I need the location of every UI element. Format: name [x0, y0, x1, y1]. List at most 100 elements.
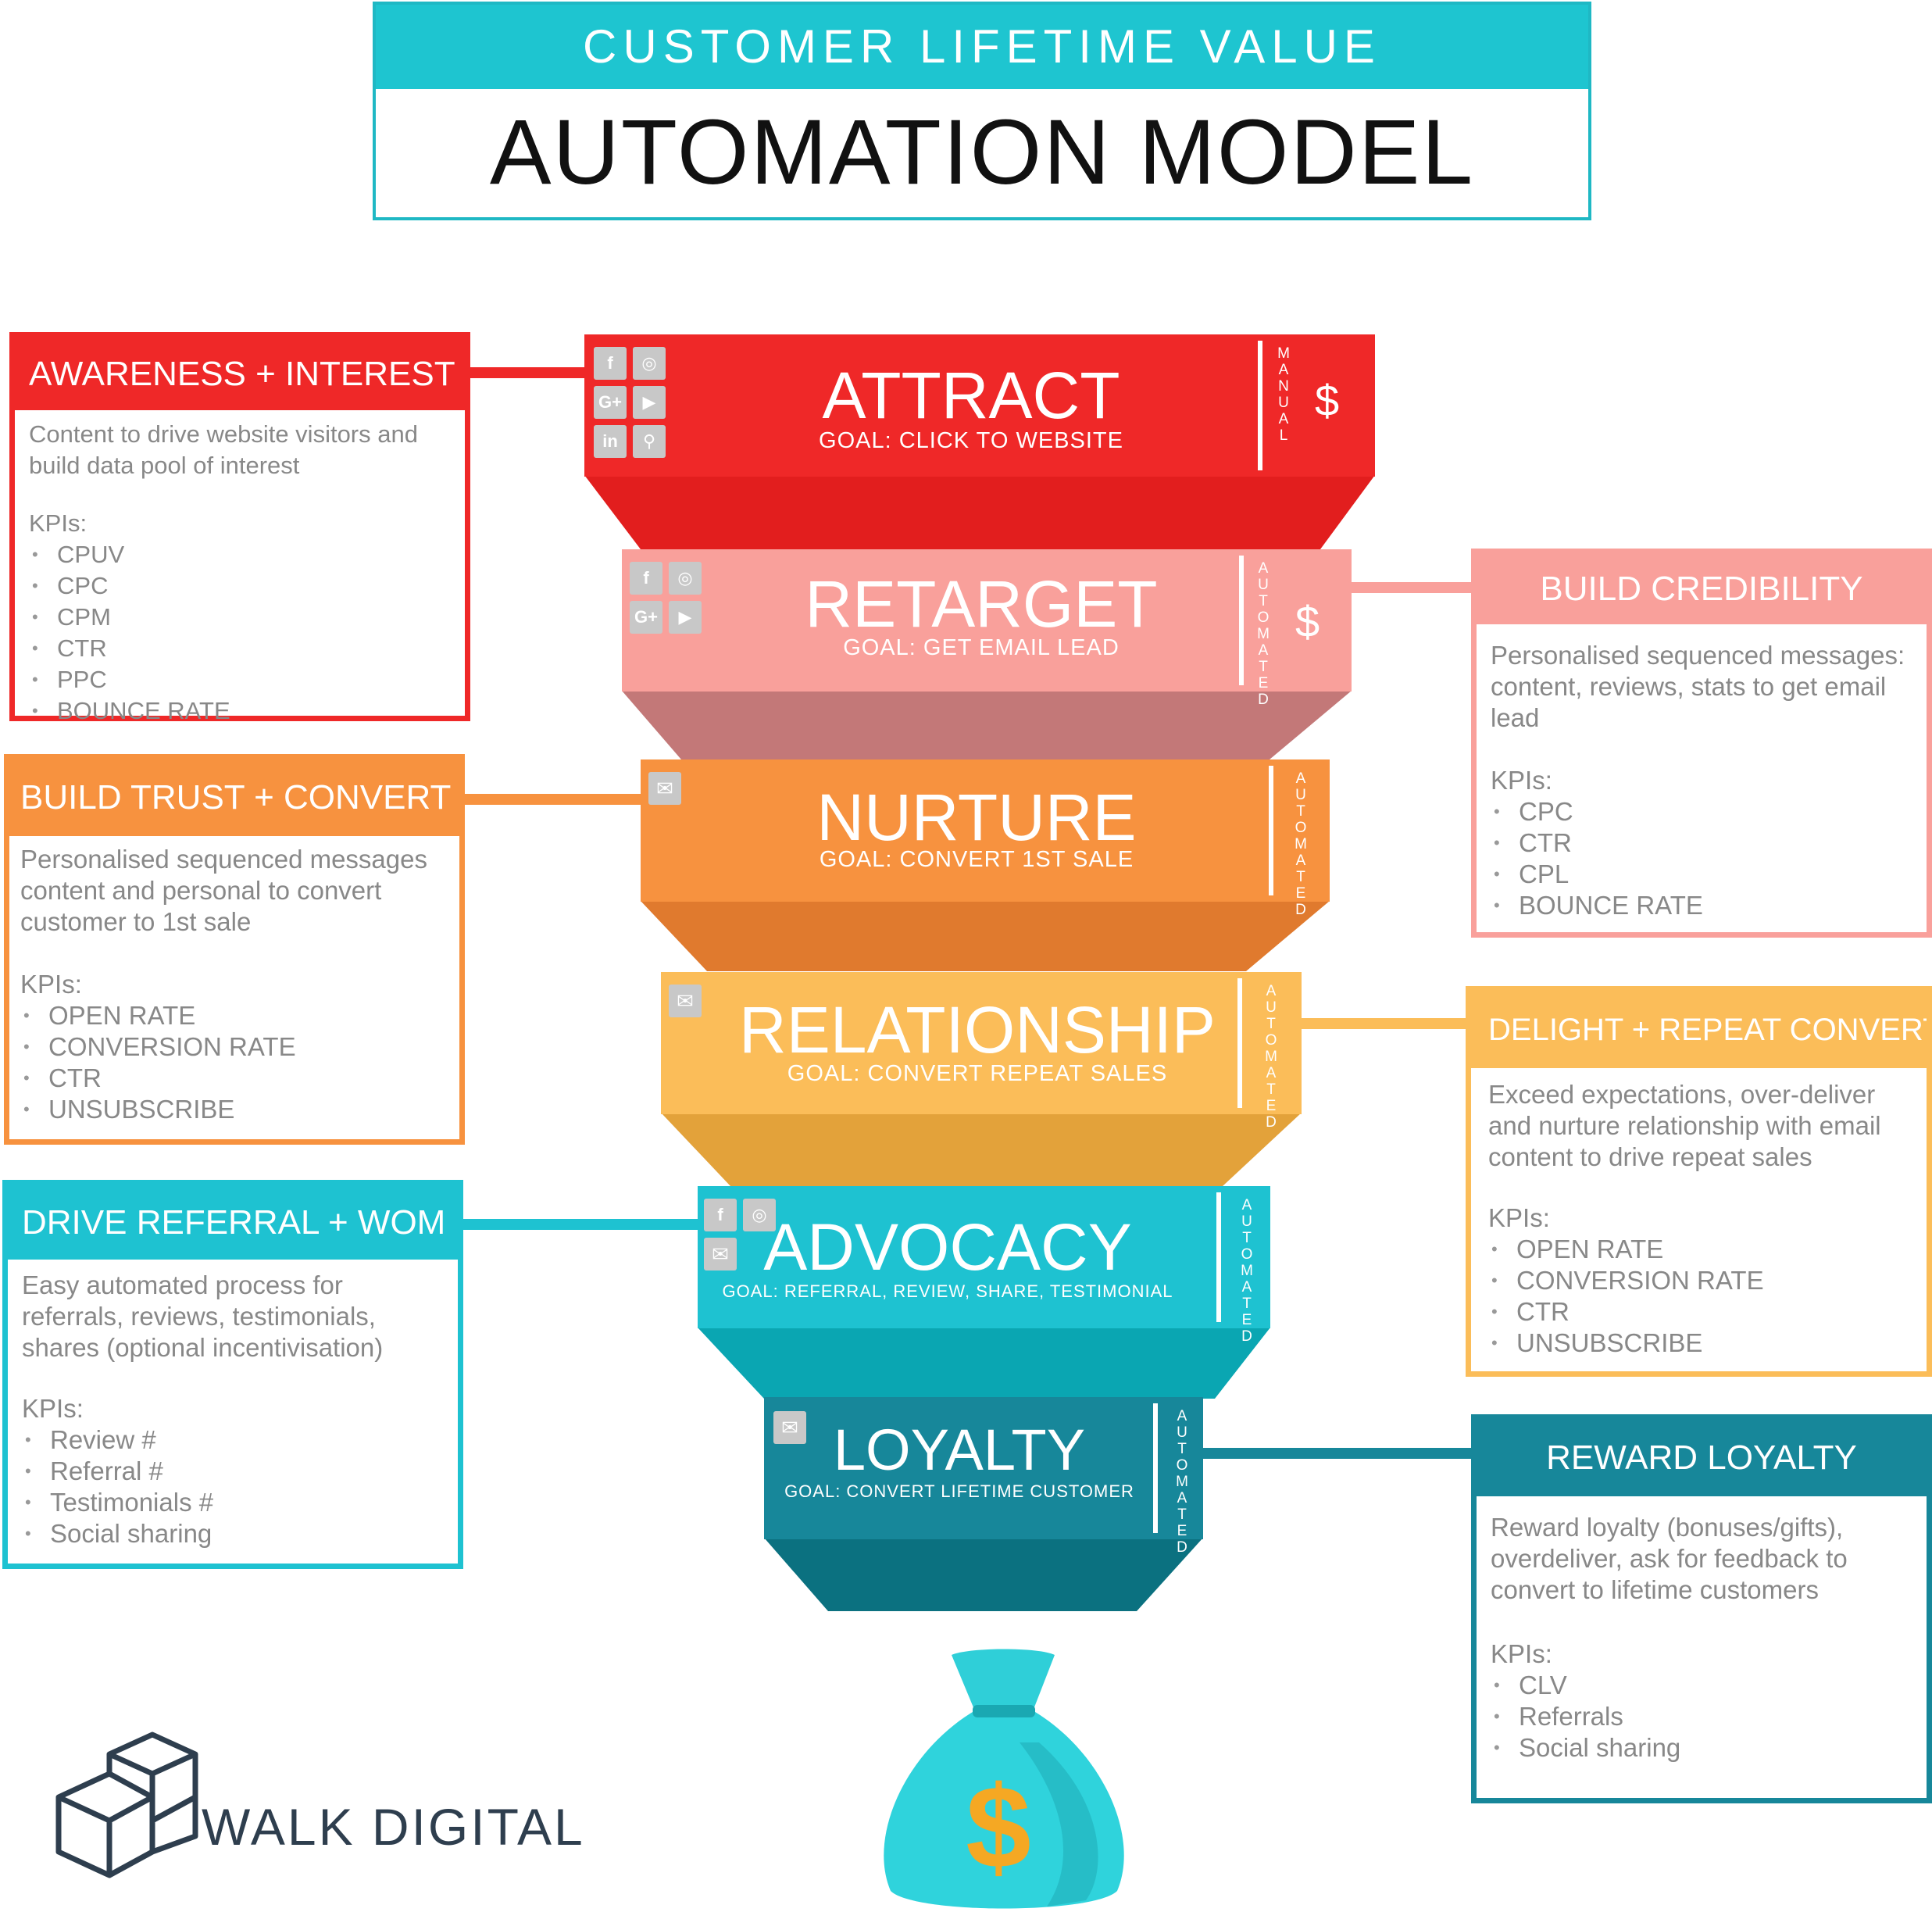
social-icons: f ◎ G+ ▶: [630, 562, 702, 634]
kpi-item: CONVERSION RATE: [1488, 1265, 1764, 1296]
googleplus-icon: G+: [594, 386, 627, 419]
kpi-item: CPUV: [29, 539, 230, 570]
box-description: Reward loyalty (bonuses/gifts), overdeli…: [1491, 1513, 1848, 1604]
funnel-taper-relationship: [661, 1113, 1302, 1186]
kpi-item: BOUNCE RATE: [29, 695, 230, 727]
box-kpis: KPIs: OPEN RATECONVERSION RATECTRUNSUBSC…: [20, 969, 296, 1125]
box-kpis: KPIs: CLVReferralsSocial sharing: [1491, 1639, 1680, 1764]
box-title: DRIVE REFERRAL + WOM: [8, 1185, 458, 1260]
box-awareness: AWARENESS + INTEREST Content to drive we…: [9, 332, 470, 727]
stage-attract: f ◎ G+ ▶ in ⚲ ATTRACT GOAL: CLICK TO WEB…: [584, 334, 1375, 477]
connector-referral: [459, 1219, 698, 1230]
box-referral: DRIVE REFERRAL + WOM Easy automated proc…: [2, 1180, 463, 1569]
stage-goal: GOAL: REFERRAL, REVIEW, SHARE, TESTIMONI…: [722, 1281, 1173, 1301]
connector-awareness: [467, 367, 586, 378]
kpi-item: CPC: [29, 570, 230, 602]
mail-icon: ✉: [669, 985, 702, 1017]
stage-loyalty: ✉ LOYALTY GOAL: CONVERT LIFETIME CUSTOME…: [764, 1397, 1203, 1556]
mail-icon: ✉: [704, 1238, 737, 1270]
connector-reward: [1195, 1448, 1473, 1459]
funnel-taper-nurture: [641, 901, 1330, 971]
box-kpis: KPIs: CPUVCPCCPMCTRPPCBOUNCE RATE: [29, 508, 230, 727]
channel-icons: ✉: [773, 1411, 806, 1444]
kpi-item: CPC: [1491, 796, 1703, 827]
kpi-item: CPL: [1491, 859, 1703, 890]
header-banner: CUSTOMER LIFETIME VALUE AUTOMATION MODEL: [373, 2, 1591, 220]
box-description: Exceed expectations, over-deliver and nu…: [1488, 1080, 1881, 1171]
walk-digital-logo-icon: [55, 1732, 198, 1878]
box-kpis: KPIs: OPEN RATECONVERSION RATECTRUNSUBSC…: [1488, 1203, 1764, 1359]
kpi-item: Social sharing: [1491, 1732, 1680, 1764]
stage-divider: [1269, 766, 1273, 895]
stage-name: LOYALTY: [833, 1417, 1086, 1482]
funnel-taper-retarget: [622, 691, 1352, 759]
box-description: Easy automated process for referrals, re…: [22, 1270, 384, 1362]
kpi-list: CPUVCPCCPMCTRPPCBOUNCE RATE: [29, 539, 230, 727]
facebook-icon: f: [704, 1199, 737, 1231]
stage-name: NURTURE: [816, 781, 1137, 854]
box-title: DELIGHT + REPEAT CONVERT: [1471, 992, 1927, 1068]
social-icons: f ◎ G+ ▶ in ⚲: [594, 347, 666, 458]
stage-goal: GOAL: CLICK TO WEBSITE: [819, 428, 1123, 453]
connector-delight: [1301, 1018, 1473, 1029]
linkedin-icon: in: [594, 425, 627, 458]
money-bag-symbol: $: [966, 1761, 1030, 1892]
stage-divider: [1239, 556, 1244, 685]
youtube-icon: ▶: [669, 601, 702, 634]
youtube-icon: ▶: [633, 386, 666, 419]
kpi-item: CTR: [29, 633, 230, 664]
kpi-label: KPIs:: [1491, 1639, 1552, 1668]
kpi-item: Social sharing: [22, 1518, 213, 1549]
search-icon: ⚲: [633, 425, 666, 458]
channel-icons: ✉: [648, 772, 681, 805]
box-trust: BUILD TRUST + CONVERT Personalised seque…: [4, 754, 465, 1145]
instagram-icon: ◎: [743, 1199, 776, 1231]
kpi-item: UNSUBSCRIBE: [1488, 1328, 1764, 1359]
funnel-taper-advocacy: [698, 1328, 1270, 1399]
walk-digital-logo-text: WALK DIGITAL: [202, 1798, 585, 1856]
mail-icon: ✉: [648, 772, 681, 805]
money-bag-icon: [884, 1649, 1124, 1909]
stage-advocacy: f ◎ ✉ ADVOCACY GOAL: REFERRAL, REVIEW, S…: [698, 1186, 1270, 1345]
kpi-item: CONVERSION RATE: [20, 1031, 296, 1063]
kpi-label: KPIs:: [20, 970, 82, 999]
stage-divider: [1258, 341, 1262, 470]
stage-divider: [1153, 1403, 1158, 1533]
kpi-list: CLVReferralsSocial sharing: [1491, 1670, 1680, 1764]
kpi-item: Testimonials #: [22, 1487, 213, 1518]
box-title: BUILD TRUST + CONVERT: [9, 759, 459, 836]
stage-relationship: ✉ RELATIONSHIP GOAL: CONVERT REPEAT SALE…: [661, 972, 1302, 1131]
kpi-list: OPEN RATECONVERSION RATECTRUNSUBSCRIBE: [20, 1000, 296, 1125]
box-title: REWARD LOYALTY: [1477, 1420, 1927, 1496]
kpi-label: KPIs:: [22, 1394, 84, 1423]
connector-trust: [461, 794, 641, 805]
connector-credibility: [1352, 582, 1473, 593]
stage-goal: GOAL: CONVERT 1ST SALE: [819, 847, 1134, 872]
kpi-item: PPC: [29, 664, 230, 695]
box-kpis: KPIs: CPCCTRCPLBOUNCE RATE: [1491, 765, 1703, 921]
mail-icon: ✉: [773, 1411, 806, 1444]
facebook-icon: f: [630, 562, 662, 595]
kpi-item: UNSUBSCRIBE: [20, 1094, 296, 1125]
kpi-item: CTR: [1488, 1296, 1764, 1328]
box-title: BUILD CREDIBILITY: [1477, 554, 1927, 624]
kpi-list: OPEN RATECONVERSION RATECTRUNSUBSCRIBE: [1488, 1234, 1764, 1359]
kpi-list: Review #Referral #Testimonials #Social s…: [22, 1424, 213, 1549]
kpi-label: KPIs:: [29, 509, 87, 537]
facebook-icon: f: [594, 347, 627, 380]
dollar-icon: $: [1315, 376, 1340, 425]
dollar-icon: $: [1295, 597, 1320, 646]
kpi-item: OPEN RATE: [1488, 1234, 1764, 1265]
stage-divider: [1216, 1192, 1221, 1322]
kpi-label: KPIs:: [1491, 766, 1552, 795]
box-credibility: BUILD CREDIBILITY Personalised sequenced…: [1471, 549, 1932, 938]
kpi-item: Review #: [22, 1424, 213, 1456]
box-reward: REWARD LOYALTY Reward loyalty (bonuses/g…: [1471, 1414, 1932, 1803]
